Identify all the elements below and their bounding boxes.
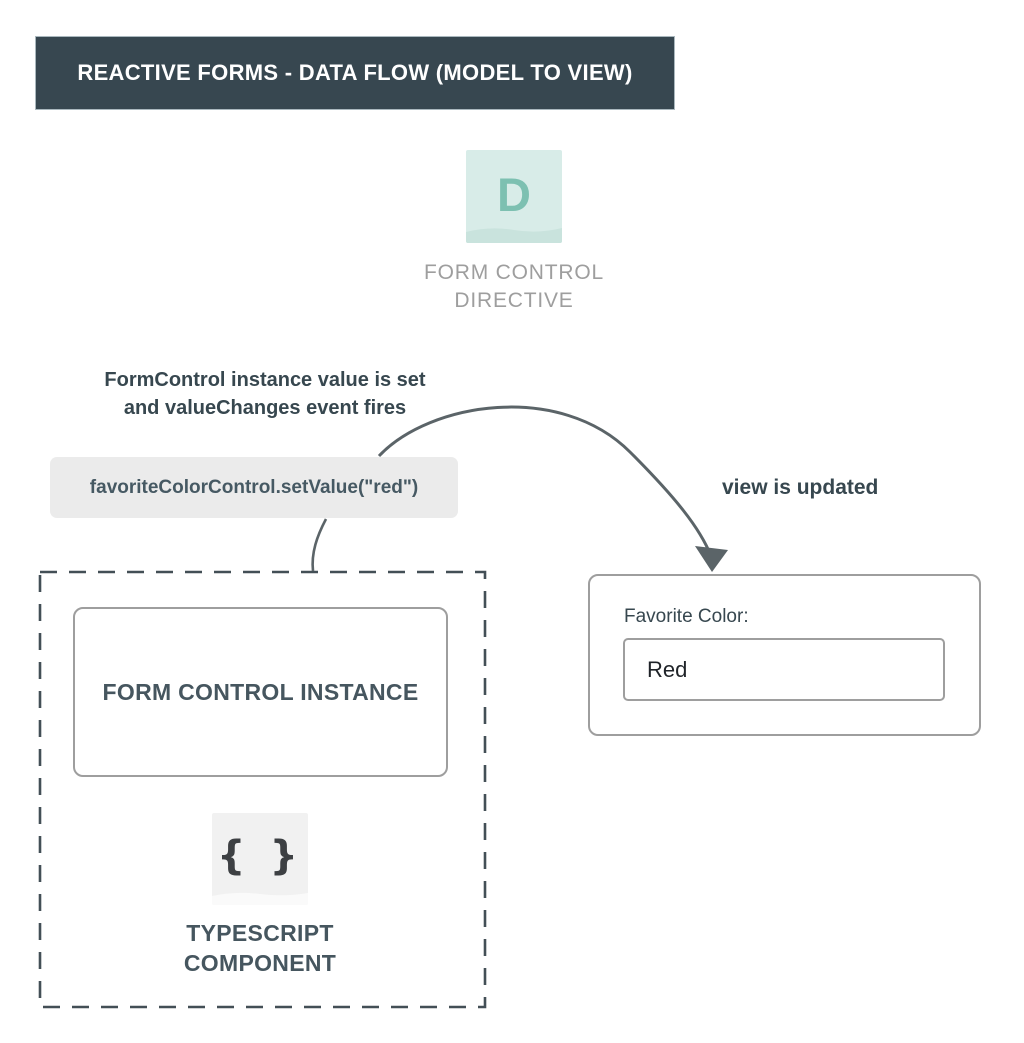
- model-to-view-arrowhead: [695, 546, 728, 572]
- code-to-component-connector: [311, 518, 328, 572]
- caption-line1: FormControl instance value is set: [104, 369, 426, 391]
- favorite-color-label: Favorite Color:: [624, 606, 749, 627]
- diagram-title: REACTIVE FORMS - DATA FLOW (MODEL TO VIE…: [77, 60, 633, 85]
- directive-wave-decoration: [466, 228, 562, 243]
- typescript-label-line2: COMPONENT: [183, 950, 337, 976]
- form-control-instance-box: FORM CONTROL INSTANCE: [73, 607, 448, 777]
- model-update-caption: FormControl instance value is set and va…: [40, 366, 490, 422]
- favorite-color-view-box: Favorite Color:: [588, 574, 981, 736]
- directive-label: FORM CONTROL DIRECTIVE: [404, 259, 624, 315]
- title-banner: REACTIVE FORMS - DATA FLOW (MODEL TO VIE…: [35, 36, 675, 110]
- favorite-color-input[interactable]: [623, 638, 945, 701]
- typescript-component-label: TYPESCRIPT COMPONENT: [140, 918, 380, 978]
- form-control-directive-icon: D: [466, 150, 562, 243]
- braces-icon: { }: [217, 833, 303, 879]
- directive-letter: D: [497, 167, 531, 221]
- directive-label-line2: DIRECTIVE: [454, 289, 574, 312]
- typescript-icon-wave-decoration: [212, 892, 308, 905]
- form-control-instance-label: FORM CONTROL INSTANCE: [102, 678, 419, 705]
- typescript-component-icon: { }: [212, 813, 308, 905]
- code-snippet-box: favoriteColorControl.setValue("red"): [50, 457, 458, 518]
- code-snippet-text: favoriteColorControl.setValue("red"): [89, 476, 419, 498]
- directive-label-line1: FORM CONTROL: [424, 261, 604, 284]
- typescript-label-line1: TYPESCRIPT: [186, 920, 334, 946]
- caption-line2: and valueChanges event fires: [123, 397, 407, 419]
- view-updated-label: view is updated: [722, 476, 879, 499]
